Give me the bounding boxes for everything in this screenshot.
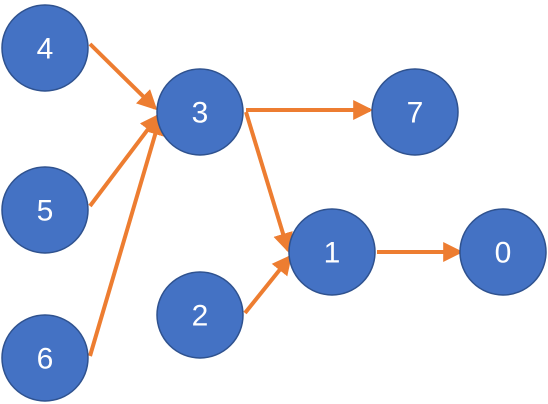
edge-3-to-1 [244,111,293,254]
nodes-layer: 4 5 6 3 7 2 1 0 [1,4,547,402]
node-label: 5 [37,195,54,228]
node-label: 3 [192,97,209,130]
node-circle [288,208,376,296]
node-1: 1 [288,208,376,296]
node-circle [459,208,547,296]
node-circle [1,4,89,92]
node-0: 0 [459,208,547,296]
edge-4-to-3 [88,42,158,111]
edge-6-to-3 [88,114,165,357]
node-6: 6 [1,314,89,402]
node-2: 2 [156,271,244,359]
node-label: 4 [37,33,54,66]
node-3: 3 [156,68,244,156]
node-circle [156,68,244,156]
node-label: 6 [37,343,54,376]
node-7: 7 [371,68,459,156]
node-label: 0 [495,237,512,270]
node-5: 5 [1,166,89,254]
node-label: 2 [192,300,209,333]
node-circle [1,166,89,254]
node-label: 1 [324,237,341,270]
node-label: 7 [407,97,424,130]
node-circle [371,68,459,156]
node-circle [1,314,89,402]
node-4: 4 [1,4,89,92]
edges-layer [88,42,464,357]
node-circle [156,271,244,359]
edge-2-to-1 [243,254,293,315]
